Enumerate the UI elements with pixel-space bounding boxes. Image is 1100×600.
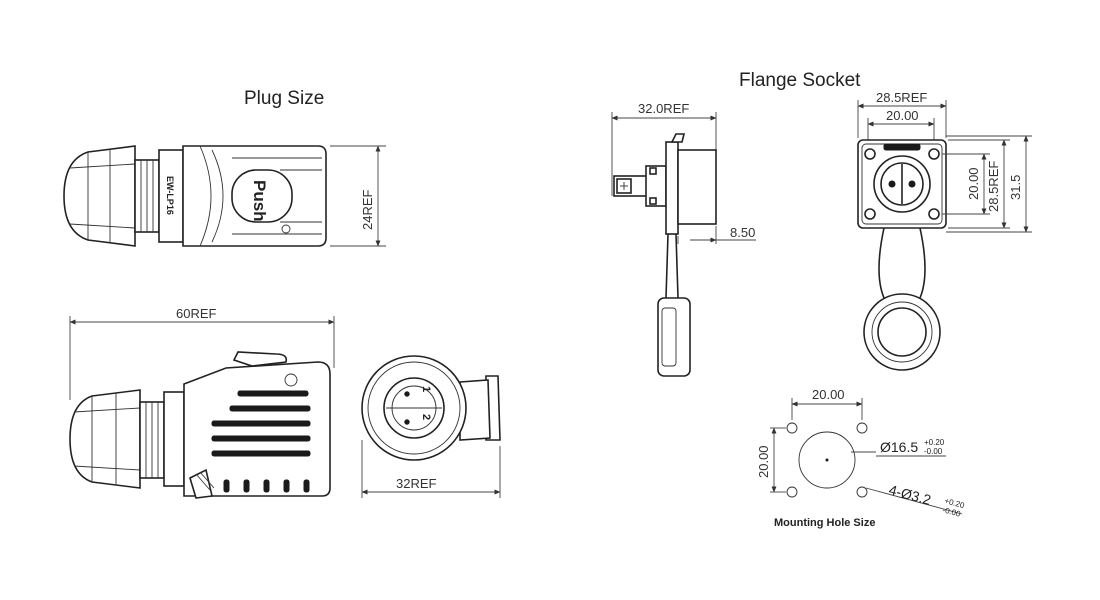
pin-1-label: 1 bbox=[420, 386, 432, 392]
flange-hole-spacing-h-label: 20.00 bbox=[966, 167, 981, 200]
flange-thickness-dimension: 8.50 bbox=[677, 225, 756, 244]
flange-outer-width-dimension: 28.5REF bbox=[857, 90, 947, 138]
center-hole-tol-minus: -0.00 bbox=[924, 447, 943, 456]
center-hole-tol-plus: +0.20 bbox=[924, 438, 945, 447]
plug-size-title: Plug Size bbox=[244, 88, 324, 109]
plug-height-dimension: 24REF bbox=[330, 145, 386, 247]
plug-model-text: EW-LP16 bbox=[165, 176, 175, 215]
plug-front-view: 1 2 32REF bbox=[361, 355, 501, 498]
flange-hole-spacing-w-dimension: 20.00 bbox=[867, 108, 935, 150]
mounting-spacing-h-dimension: 20.00 bbox=[756, 427, 786, 493]
flange-hole-spacing-h-dimension: 20.00 bbox=[942, 153, 990, 215]
plug-height-label: 24REF bbox=[360, 189, 375, 230]
flange-total-height-label: 31.5 bbox=[1008, 175, 1023, 200]
holes-label: 4-Ø3.2 bbox=[887, 481, 933, 508]
flange-side-view: 32.0REF 8.50 bbox=[611, 101, 756, 377]
flange-front-view: 28.5REF 20.00 20.00 bbox=[857, 90, 1032, 371]
flange-outer-height-dimension: 28.5REF bbox=[948, 139, 1010, 229]
plug-length-label: 60REF bbox=[176, 306, 217, 321]
flange-total-height-dimension: 31.5 bbox=[946, 135, 1032, 233]
flange-hole-spacing-w-label: 20.00 bbox=[886, 108, 919, 123]
flange-outer-width-label: 28.5REF bbox=[876, 90, 927, 105]
plug-width-dimension: 32REF bbox=[361, 440, 501, 498]
mounting-hole-title: Mounting Hole Size bbox=[774, 517, 875, 529]
plug-side-view: 60REF bbox=[69, 306, 335, 499]
plug-length-dimension: 60REF bbox=[69, 306, 335, 400]
flange-depth-label: 32.0REF bbox=[638, 101, 689, 116]
mounting-hole-diagram: 20.00 20.00 Ø16.5 +0.20 -0.00 4-Ø3.2 +0.… bbox=[756, 387, 966, 529]
mounting-spacing-w-dimension: 20.00 bbox=[791, 387, 863, 420]
flange-socket-title: Flange Socket bbox=[739, 70, 861, 91]
pin-2-label: 2 bbox=[420, 414, 432, 420]
plug-top-view: EW-LP16 Push 24REF bbox=[63, 145, 386, 247]
flange-thickness-label: 8.50 bbox=[730, 225, 755, 240]
mounting-spacing-h-label: 20.00 bbox=[756, 445, 771, 478]
push-label: Push bbox=[250, 180, 269, 222]
plug-width-label: 32REF bbox=[396, 476, 437, 491]
flange-outer-height-label: 28.5REF bbox=[986, 161, 1001, 212]
flange-depth-dimension: 32.0REF bbox=[611, 101, 717, 196]
mounting-spacing-w-label: 20.00 bbox=[812, 387, 845, 402]
center-hole-label: Ø16.5 bbox=[880, 439, 918, 455]
